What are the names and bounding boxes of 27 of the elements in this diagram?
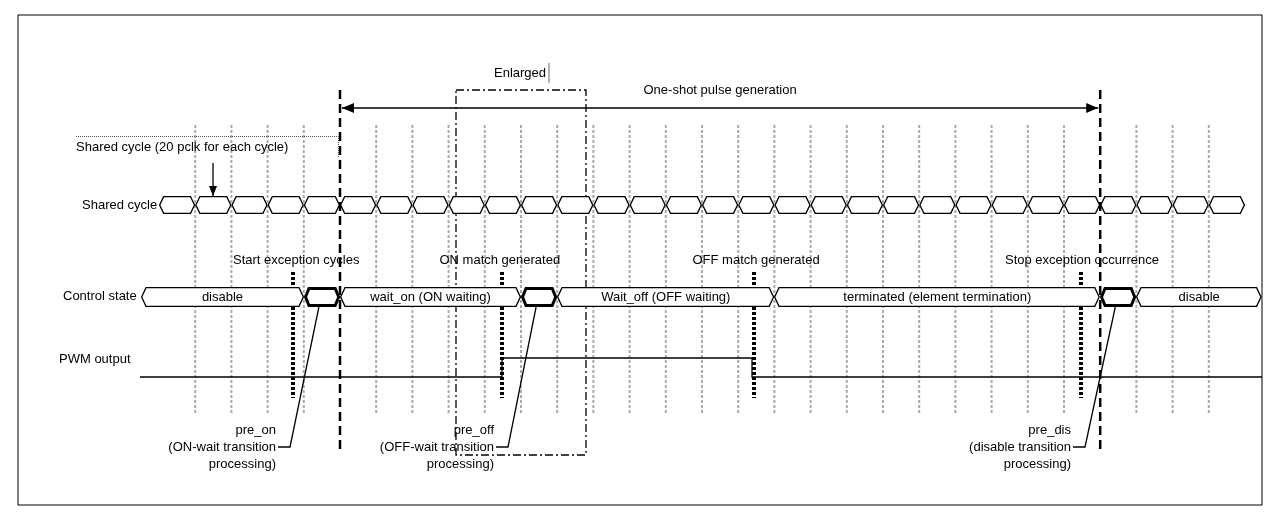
leader-line xyxy=(1072,306,1116,448)
state-description: (disable transition processing) xyxy=(968,438,1071,472)
state-name: pre_on xyxy=(234,421,276,438)
state-description: (ON-wait transition processing) xyxy=(167,438,276,472)
transition-state-segment xyxy=(303,287,340,307)
arrow xyxy=(209,162,217,197)
dimension-label: One-shot pulse generation xyxy=(643,82,797,98)
transition-state-segment xyxy=(1100,287,1137,307)
row-label: PWM output xyxy=(59,351,131,367)
state-name: pre_dis xyxy=(1027,421,1071,438)
state-description: (OFF-wait transition processing) xyxy=(378,438,494,472)
leader-line xyxy=(495,306,537,448)
state-label: Wait_off (OFF waiting) xyxy=(600,289,732,305)
row-label: Shared cycle xyxy=(82,197,158,213)
state-name: pre_off xyxy=(452,421,494,438)
state-label: wait_on (ON waiting) xyxy=(369,289,492,305)
transition-state-segment xyxy=(521,287,558,307)
note-label: Shared cycle (20 pclk for each cycle) xyxy=(76,136,339,157)
state-label: disable xyxy=(200,289,245,305)
state-label: terminated (element termination) xyxy=(842,289,1033,305)
event-label: OFF match generated xyxy=(692,252,820,268)
event-label: Stop exception occurrence xyxy=(1005,252,1159,268)
region-title: Enlarged xyxy=(494,65,547,81)
leader-line xyxy=(277,306,320,448)
state-label: disable xyxy=(1177,289,1221,305)
event-label: Start exception cycles xyxy=(233,252,360,268)
row-label: Control state xyxy=(63,288,137,304)
